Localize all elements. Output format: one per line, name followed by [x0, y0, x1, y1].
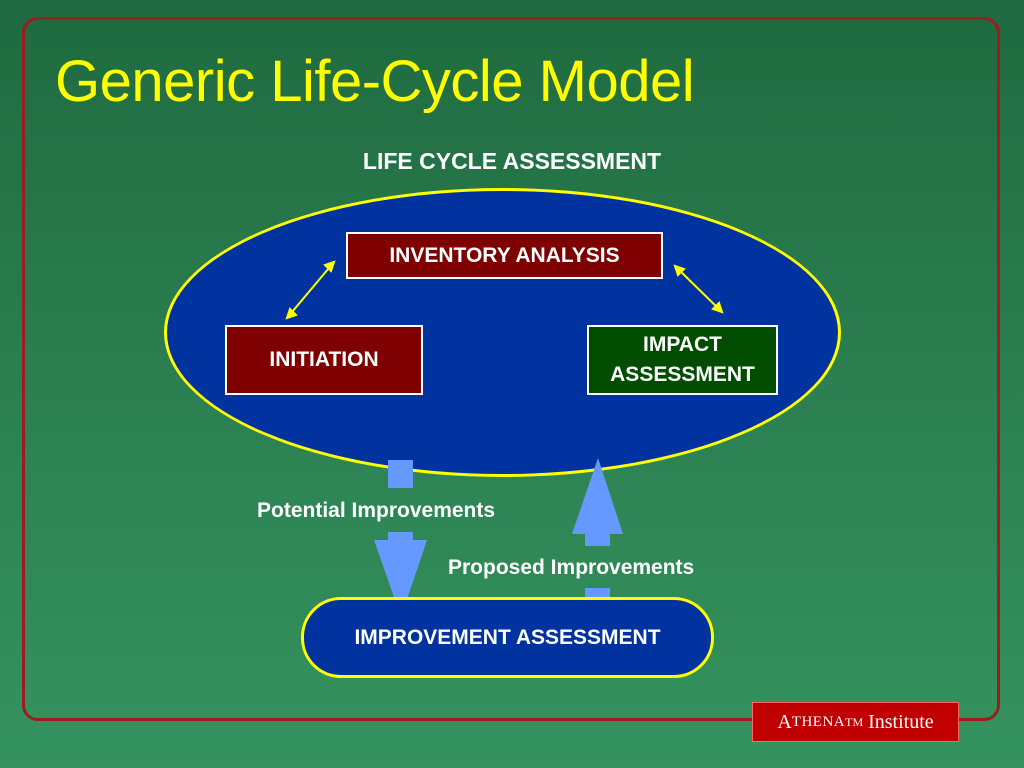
badge-initial: A [777, 710, 792, 733]
badge-suffix: Institute [868, 710, 934, 733]
badge-name: THENA [791, 713, 846, 730]
slide-title: Generic Life-Cycle Model [55, 49, 695, 114]
node-inventory-analysis-label: INVENTORY ANALYSIS [389, 243, 620, 267]
lca-heading: LIFE CYCLE ASSESSMENT [362, 148, 662, 174]
node-impact-assessment-label-line1: IMPACT [643, 333, 722, 356]
node-initiation: INITIATION [225, 325, 423, 395]
potential-improvements-label: Potential Improvements [257, 499, 496, 522]
potential-improvements-arrow [374, 460, 427, 617]
double-arrow-initiation-inventory [285, 260, 336, 320]
node-impact-assessment: IMPACT ASSESSMENT [587, 325, 778, 395]
node-inventory-analysis: INVENTORY ANALYSIS [346, 232, 663, 279]
double-arrow-inventory-impact [673, 264, 724, 314]
node-improvement-assessment-label: IMPROVEMENT ASSESSMENT [354, 625, 661, 649]
slide-frame [22, 17, 1000, 721]
proposed-improvements-arrow [572, 458, 623, 610]
badge-trademark: TM [845, 714, 864, 729]
node-impact-assessment-label-line2: ASSESSMENT [610, 363, 755, 386]
node-improvement-assessment: IMPROVEMENT ASSESSMENT [301, 597, 714, 678]
node-initiation-label: INITIATION [269, 348, 379, 371]
proposed-improvements-label: Proposed Improvements [448, 556, 695, 579]
